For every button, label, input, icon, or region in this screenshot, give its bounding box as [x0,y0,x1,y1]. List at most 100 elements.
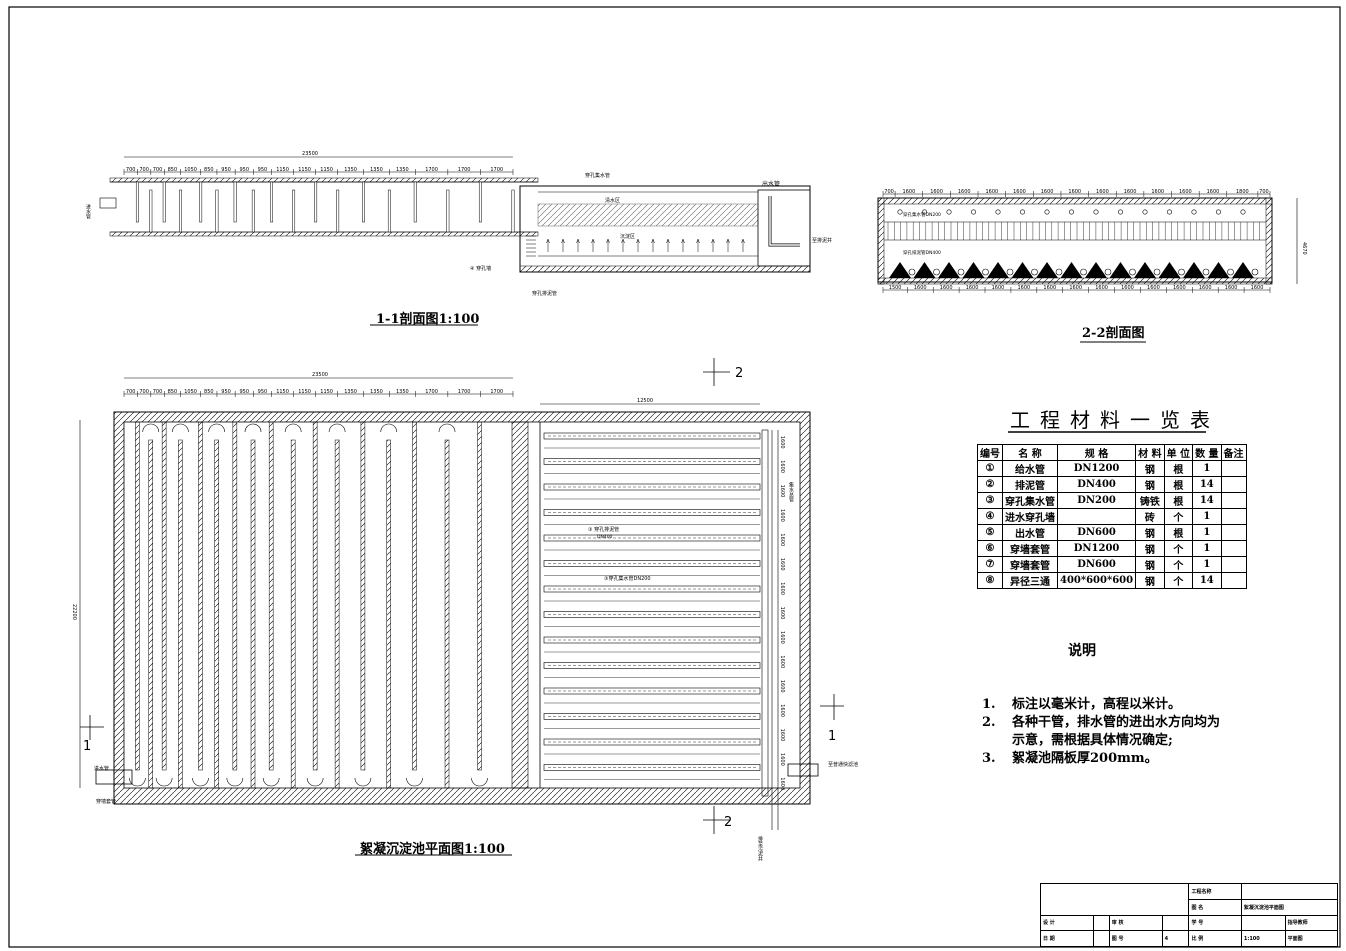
plan-flow-turn-icon [244,423,262,433]
section-2-2-collector-pipe [946,209,952,215]
plan-dim: 1350 [344,389,357,395]
section-1-1-total-dim: 23500 [302,151,318,157]
plan-flow-turn-icon [226,777,244,787]
plan-right-dim: 1600 [779,509,785,522]
section-2-2-sludge-label: 穿孔排泥管DN400 [903,249,941,256]
note-number: 3. [982,751,996,766]
plan-collector-pipe [543,713,761,720]
section-1-1-perforated-wall-label: ④ 穿孔墙 [470,265,491,272]
section-2-2-bottom-dim: 1600 [1121,285,1134,291]
materials-table-cell [1220,492,1247,509]
section-1-1-baffle [292,189,296,233]
plan-sleeve-label: 穿墙套管 [96,798,116,805]
plan-collector-pipe [543,509,761,516]
section-1-1-dim: 950 [258,167,268,173]
section-2-2-bottom-dim: 1600 [1199,285,1212,291]
section-2-2-top-dim: 1600 [930,189,943,195]
materials-table-cell: ① [977,460,1003,477]
materials-table-cell [1220,556,1247,573]
materials-table-cell: 穿墙套管 [1002,540,1058,557]
plan-dim: 1150 [320,389,333,395]
materials-table-cell [1220,508,1247,525]
materials-table-cell: 穿墙套管 [1002,556,1058,573]
materials-header-cell: 数 量 [1192,444,1222,461]
section-1-1-baffle [336,189,340,233]
section-1-1-dim: 1050 [184,167,197,173]
section-2-2-sludge-hopper [913,262,936,278]
plan-section-mark-2-bottom: 2 [724,815,732,830]
plan-baffle-wall [334,439,340,789]
materials-header-cell: 材 料 [1135,444,1165,461]
section-2-2-sludge-pipe [933,268,940,276]
materials-header-cell: 编号 [977,444,1003,461]
section-2-2-bottom-dim: 1600 [966,285,979,291]
plan-dim: 1700 [458,389,471,395]
notes-title: 说明 [1068,643,1096,659]
section-2-2-bottom-dim: 1600 [914,285,927,291]
title-block-review: 审 核 [1108,914,1163,932]
plan-right-dim: 1600 [779,704,785,717]
section-1-1-dim: 1150 [298,167,311,173]
section-2-2-top-dim: 1600 [1041,189,1054,195]
materials-header-cell: 备注 [1220,444,1247,461]
materials-table-cell [1220,524,1247,541]
section-2-2-sludge-pipe [1055,268,1063,276]
plan-section-mark-1-right: 1 [828,729,836,744]
plan-right-dim: 1600 [779,436,785,449]
note-text: 示意，需根据具体情况确定; [1012,733,1173,748]
plan-dim: 1350 [370,389,383,395]
plan-collector-pipe [543,636,761,644]
plan-baffle-wall [268,421,274,771]
plan-flow-turn-icon [129,777,146,787]
section-1-1-dim: 1350 [344,167,357,173]
materials-table-cell: 根 [1163,524,1194,541]
note-item: 2.各种干管，排水管的进出水方向均为 [982,714,1220,732]
section-2-2-top-dim: 1600 [1096,189,1109,195]
section-2-2-bottom-dim: 1600 [1173,285,1186,291]
materials-table-cell: 出水管 [1002,524,1058,541]
section-2-2-sludge-pipe [982,268,989,276]
section-2-2-collector-pipe [1167,209,1173,215]
section-2-2-top-dim: 1600 [1179,189,1192,195]
plan-right-dim: 1600 [779,582,785,595]
materials-table-cell: DN200 [1056,492,1137,509]
materials-table-cell: 钢 [1135,460,1165,477]
section-1-1-baffle [233,181,237,223]
plan-dim: 950 [221,389,231,395]
section-2-2-sludge-hopper [1183,262,1205,278]
section-2-2-sludge-pipe [1178,268,1185,276]
materials-table-cell [1220,540,1247,557]
section-2-2-collector-label: 穿孔集水管DN200 [903,211,941,218]
materials-table-cell: 1 [1192,556,1222,573]
section-2-2-sludge-pipe [1227,268,1234,276]
plan-right-dim: 1600 [779,777,785,790]
section-2-2-sludge-pipe [1129,268,1136,276]
section-2-2-caption: 2-2剖面图 [1082,326,1145,341]
section-2-2-collector-pipe [897,209,903,215]
section-2-2-collector-pipe [995,209,1001,215]
plan-baffle-wall [360,421,366,771]
materials-table-cell [1220,572,1247,589]
materials-table-cell: ③ [977,492,1003,509]
section-1-1-perforated-collector-label: 穿孔集水管 [585,172,610,179]
plan-right-dim: 1600 [779,607,785,620]
section-2-2-bottom-dim: 1600 [1225,285,1238,291]
section-2-2-height-dim: 4670 [1301,242,1307,255]
section-2-2-sludge-hopper [1036,262,1058,278]
section-1-1-baffle [511,189,515,233]
materials-table-cell: 异径三通 [1002,572,1058,589]
section-2-2-sludge-hopper [1060,262,1083,278]
plan-collector-pipe [543,687,761,695]
plan-sludge-label: ③ 穿孔排泥管 [588,526,619,533]
plan-inlet-label: 进水管 [94,765,109,772]
section-1-1-dim: 950 [239,167,249,173]
section-2-2-top-dim: 1600 [903,189,916,195]
materials-table-cell: 排泥管 [1002,476,1058,493]
section-1-1-dim: 700 [153,167,163,173]
section-2-2-sludge-pipe [1251,268,1259,276]
materials-table-cell: ⑧ [977,572,1003,589]
plan-baffle-wall [214,439,219,789]
